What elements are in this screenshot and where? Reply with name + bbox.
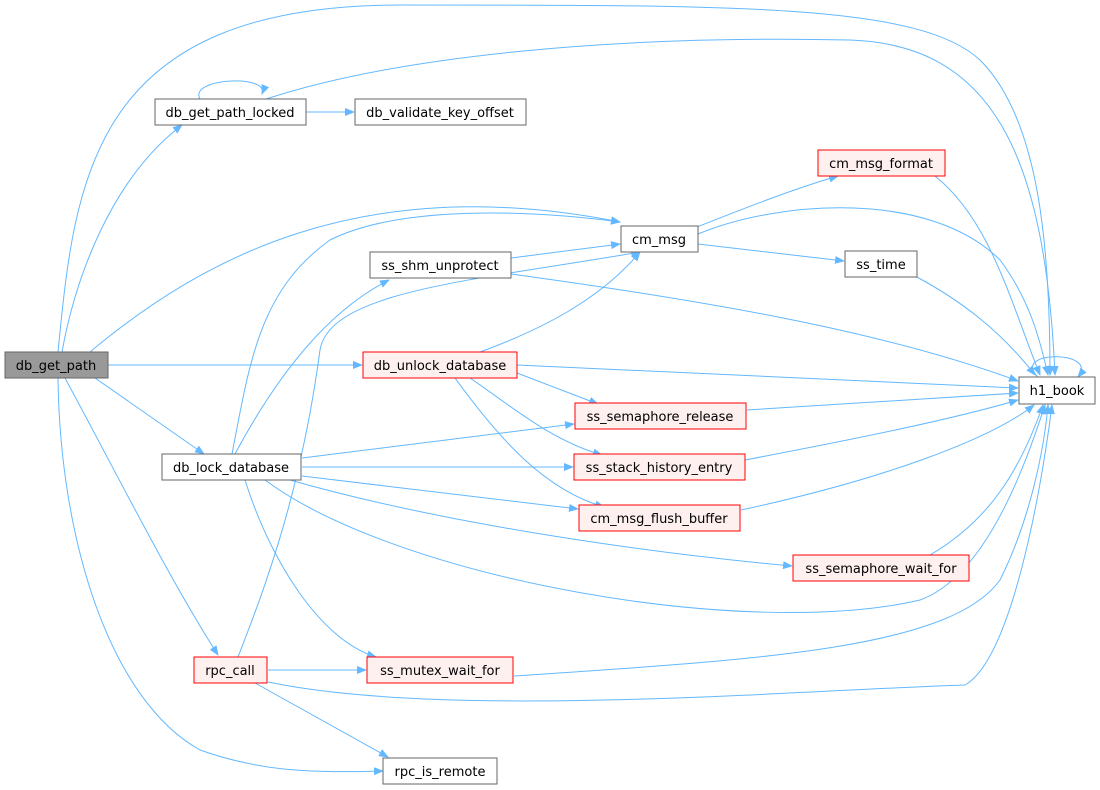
node-layer: db_get_path db_get_path_locked db_valida… bbox=[4, 98, 1096, 785]
node-rpc_is_remote[interactable]: rpc_is_remote bbox=[382, 757, 498, 785]
node-ss_semaphore_release[interactable]: ss_semaphore_release bbox=[574, 402, 747, 430]
node-ss_mutex_wait_for[interactable]: ss_mutex_wait_for bbox=[366, 656, 514, 684]
node-label-ss_mutex_wait_for: ss_mutex_wait_for bbox=[380, 664, 500, 679]
node-label-db_unlock_database: db_unlock_database bbox=[374, 359, 507, 374]
node-ss_semaphore_wait_for[interactable]: ss_semaphore_wait_for bbox=[792, 554, 970, 582]
node-label-rpc_is_remote: rpc_is_remote bbox=[395, 765, 486, 780]
edge-cm_msg_format-to-h1_book bbox=[934, 175, 1041, 376]
node-label-ss_semaphore_release: ss_semaphore_release bbox=[587, 410, 734, 425]
edge-cm_msg-to-cm_msg_format bbox=[696, 174, 839, 228]
edge-cm_msg-to-h1_book bbox=[697, 207, 1050, 376]
node-label-cm_msg_flush_buffer: cm_msg_flush_buffer bbox=[590, 512, 728, 527]
edge-ss_mutex_wait_for-to-h1_book bbox=[513, 404, 1052, 677]
node-db_get_path[interactable]: db_get_path bbox=[4, 351, 109, 379]
node-label-ss_semaphore_wait_for: ss_semaphore_wait_for bbox=[805, 562, 957, 577]
node-label-cm_msg_format: cm_msg_format bbox=[829, 157, 933, 172]
node-label-db_get_path_locked: db_get_path_locked bbox=[166, 106, 295, 121]
node-label-ss_stack_history_entry: ss_stack_history_entry bbox=[586, 461, 733, 476]
edge-db_get_path-to-db_get_path_locked bbox=[61, 124, 183, 353]
edge-ss_semaphore_wait_for-to-h1_book bbox=[929, 404, 1044, 556]
edge-cm_msg_flush_buffer-to-h1_book bbox=[740, 404, 1035, 511]
node-ss_stack_history_entry[interactable]: ss_stack_history_entry bbox=[573, 453, 746, 481]
edge-db_get_path_locked-self bbox=[198, 80, 270, 100]
node-label-db_lock_database: db_lock_database bbox=[173, 461, 289, 476]
node-label-cm_msg: cm_msg bbox=[632, 233, 686, 248]
edge-ss_time-to-h1_book bbox=[914, 275, 1036, 376]
edge-rpc_call-to-rpc_is_remote bbox=[254, 682, 389, 758]
node-db_get_path_locked[interactable]: db_get_path_locked bbox=[154, 98, 307, 126]
edge-db_unlock_database-to-h1_book bbox=[516, 364, 1019, 392]
node-rpc_call[interactable]: rpc_call bbox=[193, 656, 268, 684]
node-label-db_validate_key_offset: db_validate_key_offset bbox=[366, 106, 514, 121]
edge-db_lock_database-to-cm_msg_flush_buffer bbox=[301, 475, 579, 512]
edge-db_unlock_database-to-ss_stack_history_entry bbox=[469, 377, 603, 457]
node-label-db_get_path: db_get_path bbox=[16, 359, 96, 374]
edge-db_lock_database-to-ss_shm_unprotect bbox=[234, 279, 390, 455]
node-ss_shm_unprotect[interactable]: ss_shm_unprotect bbox=[369, 251, 512, 279]
edge-db_unlock_database-to-cm_msg bbox=[479, 251, 641, 353]
node-label-ss_shm_unprotect: ss_shm_unprotect bbox=[381, 259, 498, 274]
node-cm_msg_format[interactable]: cm_msg_format bbox=[817, 149, 946, 177]
edge-db_get_path-to-cm_msg bbox=[89, 206, 621, 353]
edge-db_lock_database-to-cm_msg bbox=[231, 212, 621, 455]
edge-ss_semaphore_release-to-h1_book bbox=[746, 389, 1019, 411]
edge-db_get_path-to-rpc_is_remote bbox=[57, 377, 384, 776]
edge-ss_stack_history_entry-to-h1_book bbox=[744, 398, 1019, 461]
node-ss_time[interactable]: ss_time bbox=[844, 250, 918, 278]
edge-db_get_path-to-rpc_call bbox=[64, 377, 219, 656]
node-label-rpc_call: rpc_call bbox=[205, 664, 255, 679]
edge-ss_shm_unprotect-to-cm_msg bbox=[510, 241, 621, 259]
edge-db_lock_database-to-ss_semaphore_wait_for bbox=[289, 479, 793, 570]
edge-db_lock_database-to-h1_book bbox=[264, 404, 1046, 614]
edge-db_unlock_database-to-cm_msg_flush_buffer bbox=[454, 377, 605, 509]
edge-h1_book-self bbox=[1032, 356, 1087, 378]
edge-db_lock_database-to-ss_mutex_wait_for bbox=[244, 479, 377, 659]
edge-layer bbox=[57, 4, 1087, 776]
node-db_lock_database[interactable]: db_lock_database bbox=[161, 453, 302, 481]
node-label-ss_time: ss_time bbox=[856, 258, 905, 273]
node-cm_msg[interactable]: cm_msg bbox=[620, 225, 699, 253]
node-db_unlock_database[interactable]: db_unlock_database bbox=[362, 351, 518, 379]
node-cm_msg_flush_buffer[interactable]: cm_msg_flush_buffer bbox=[578, 504, 741, 532]
edge-db_get_path-to-h1_book-top bbox=[57, 4, 1054, 376]
edge-rpc_call-to-h1_book bbox=[267, 404, 1055, 702]
edge-db_get_path_locked-to-h1_book bbox=[265, 38, 1059, 376]
node-h1_book[interactable]: h1_book bbox=[1018, 376, 1096, 405]
node-label-h1_book: h1_book bbox=[1030, 384, 1085, 399]
node-db_validate_key_offset[interactable]: db_validate_key_offset bbox=[354, 98, 527, 126]
edge-db_get_path-to-db_lock_database bbox=[94, 377, 205, 455]
edge-db_lock_database-to-ss_semaphore_release bbox=[301, 421, 575, 459]
edge-db_unlock_database-to-ss_semaphore_release bbox=[516, 372, 599, 405]
edge-ss_shm_unprotect-to-h1_book bbox=[510, 273, 1019, 382]
edge-cm_msg-to-ss_time bbox=[697, 243, 845, 264]
